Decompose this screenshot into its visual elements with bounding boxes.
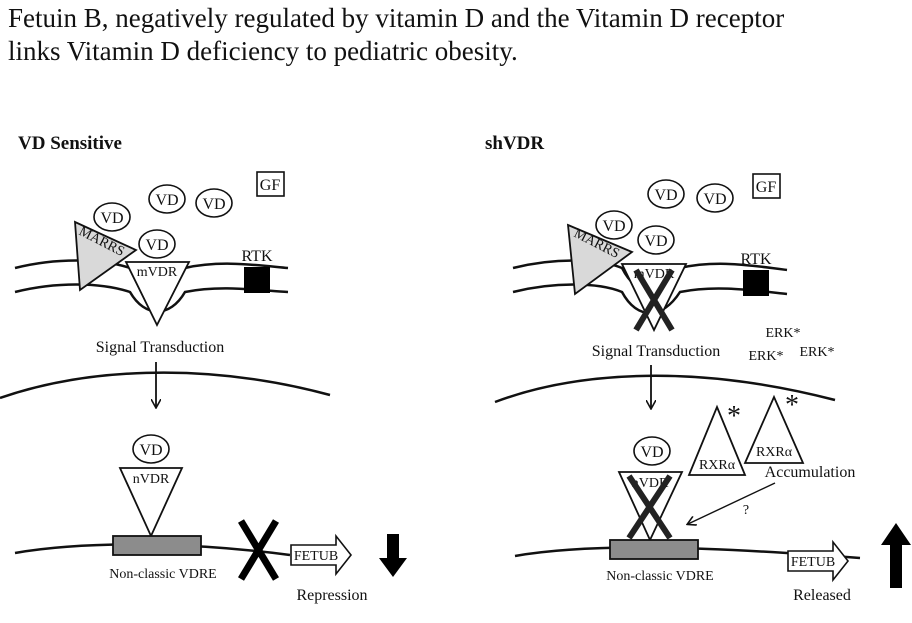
gf-label: GF: [260, 177, 281, 194]
left-nuclear-envelope: [0, 371, 331, 400]
left-panel: VD Sensitive VD VD VD VD: [0, 133, 407, 604]
rxr-alpha-1: RXRα *: [687, 401, 747, 476]
right-vd-3: VD: [696, 183, 734, 213]
left-block-x: [238, 519, 279, 581]
right-panel-title: shVDR: [485, 133, 544, 154]
left-panel-title: VD Sensitive: [18, 133, 122, 154]
vd-label: VD: [139, 442, 162, 459]
rxr-label: RXRα: [699, 458, 736, 473]
right-vd-2: VD: [647, 179, 685, 209]
right-released-label: Released: [793, 587, 851, 604]
left-vdre-element: [112, 535, 202, 556]
heading-line-1: Fetuin B, negatively regulated by vitami…: [8, 3, 785, 33]
rxr-star: *: [785, 390, 799, 421]
right-vd-1: VD: [595, 210, 633, 240]
left-vd-1: VD: [93, 202, 131, 232]
rxr-alpha-2: RXRα *: [743, 390, 805, 464]
right-vdre-element: [609, 539, 699, 560]
right-rtk-receptor: RTK: [740, 251, 772, 296]
vd-label: VD: [145, 237, 168, 254]
accumulation-arrow: [688, 482, 776, 524]
left-vd-3: VD: [195, 188, 233, 218]
right-nuclear-envelope: [494, 374, 836, 404]
vd-label: VD: [602, 218, 625, 235]
fetub-label: FETUB: [791, 555, 835, 570]
left-nuclear-vd: VD: [132, 434, 170, 464]
gf-label: GF: [756, 179, 777, 196]
left-repression-arrow: [379, 534, 407, 577]
left-signal-transduction-label: Signal Transduction: [96, 339, 224, 356]
right-vd-4: VD: [637, 225, 675, 255]
vd-label: VD: [202, 196, 225, 213]
left-mvdr-receptor: mVDR: [124, 261, 191, 328]
right-vdre-label: Non-classic VDRE: [606, 569, 713, 584]
right-mvdr-block-x: [633, 268, 675, 332]
vd-label: VD: [703, 191, 726, 208]
nvdr-label: nVDR: [133, 472, 170, 487]
mvdr-label: mVDR: [137, 265, 178, 280]
right-fetub-gene: FETUB: [787, 539, 850, 583]
rxr-label: RXRα: [756, 445, 793, 460]
right-gf-box: GF: [752, 173, 781, 199]
erk-label-1: ERK*: [766, 326, 801, 341]
question-mark: ?: [743, 503, 749, 518]
vd-label: VD: [640, 444, 663, 461]
figure-heading: Fetuin B, negatively regulated by vitami…: [8, 2, 908, 68]
left-marrs-receptor: MARRS: [73, 220, 138, 292]
left-fetub-gene: FETUB: [290, 533, 353, 577]
erk-label-3: ERK*: [800, 345, 835, 360]
accumulation-label: Accumulation: [765, 464, 856, 481]
left-rtk-receptor: RTK: [241, 248, 273, 293]
vd-label: VD: [644, 233, 667, 250]
erk-label-2: ERK*: [749, 349, 784, 364]
rtk-label: RTK: [740, 251, 771, 268]
heading-line-2: links Vitamin D deficiency to pediatric …: [8, 36, 518, 66]
left-vd-4: VD: [138, 229, 176, 259]
left-vd-2: VD: [148, 184, 186, 214]
right-release-arrow: [881, 523, 911, 588]
left-repression-label: Repression: [296, 587, 367, 604]
rtk-label: RTK: [241, 248, 272, 265]
left-gf-box: GF: [256, 171, 285, 197]
vd-label: VD: [155, 192, 178, 209]
right-nuclear-vd: VD: [633, 436, 671, 466]
right-signal-transduction-label: Signal Transduction: [592, 343, 720, 360]
vd-label: VD: [654, 187, 677, 204]
right-panel: shVDR VD VD VD VD GF: [485, 133, 911, 604]
fetub-label: FETUB: [294, 549, 338, 564]
left-vdre-label: Non-classic VDRE: [109, 567, 216, 582]
left-nvdr-receptor: nVDR: [118, 467, 184, 539]
vd-label: VD: [100, 210, 123, 227]
right-nvdr-block-x: [626, 474, 673, 540]
rxr-star: *: [727, 401, 741, 432]
